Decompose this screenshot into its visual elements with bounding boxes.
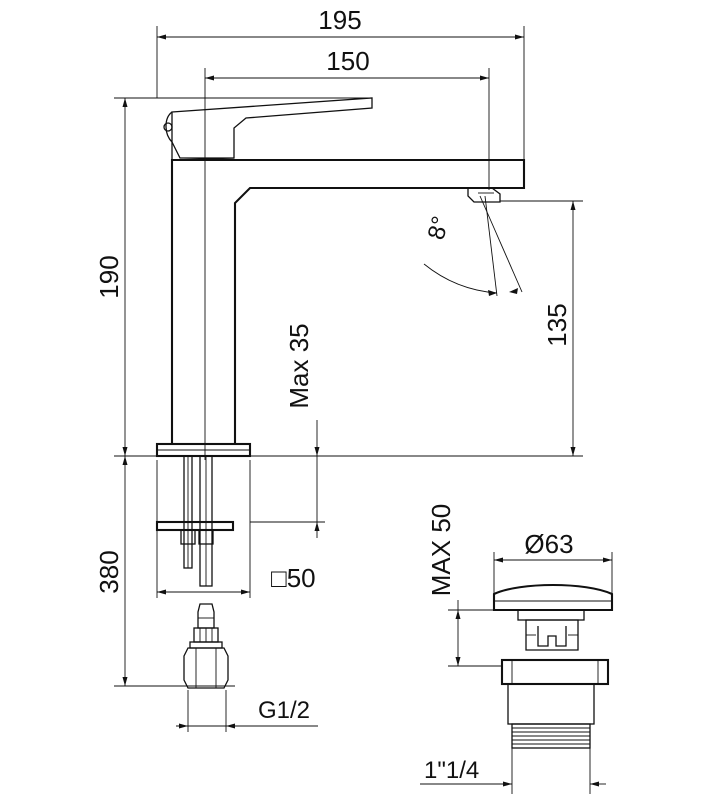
- dimension-waste-diameter: Ø63: [493, 529, 613, 594]
- dimension-spout-height: 135: [250, 200, 583, 457]
- dimension-hose-length: 380: [94, 456, 235, 687]
- mounting-assembly: [155, 455, 235, 587]
- dimension-114-label: 1"1/4: [424, 757, 479, 784]
- dimension-base-label: □50: [271, 563, 316, 593]
- dimension-inlet-thread: G1/2: [176, 690, 318, 732]
- dimension-body-height: 190: [94, 97, 372, 457]
- dimension-max35-label: Max 35: [284, 323, 314, 408]
- hose-connector: [183, 603, 229, 689]
- aerator-angle-annotation: 8°: [423, 195, 523, 297]
- dimension-150-label: 150: [326, 46, 369, 76]
- faucet-body: [155, 97, 526, 458]
- waste-drain: [492, 583, 614, 749]
- dimension-135-label: 135: [542, 303, 572, 346]
- dimension-base-size: □50: [156, 460, 316, 598]
- dimension-overall-depth: 195: [156, 5, 525, 160]
- dimension-waste-max-thickness: MAX 50: [426, 504, 518, 667]
- dimension-max50-label: MAX 50: [426, 504, 456, 597]
- dimension-max-deck-thickness: Max 35: [250, 323, 325, 538]
- aerator-angle-label: 8°: [423, 213, 455, 242]
- dimension-380-label: 380: [94, 550, 124, 593]
- dimension-spout-reach: 150: [204, 46, 490, 460]
- dimension-g12-label: G1/2: [258, 697, 310, 724]
- dimension-o63-label: Ø63: [524, 529, 573, 559]
- dimension-190-label: 190: [94, 255, 124, 298]
- dimension-waste-thread: 1"1/4: [420, 748, 606, 794]
- dimension-195-label: 195: [318, 5, 361, 35]
